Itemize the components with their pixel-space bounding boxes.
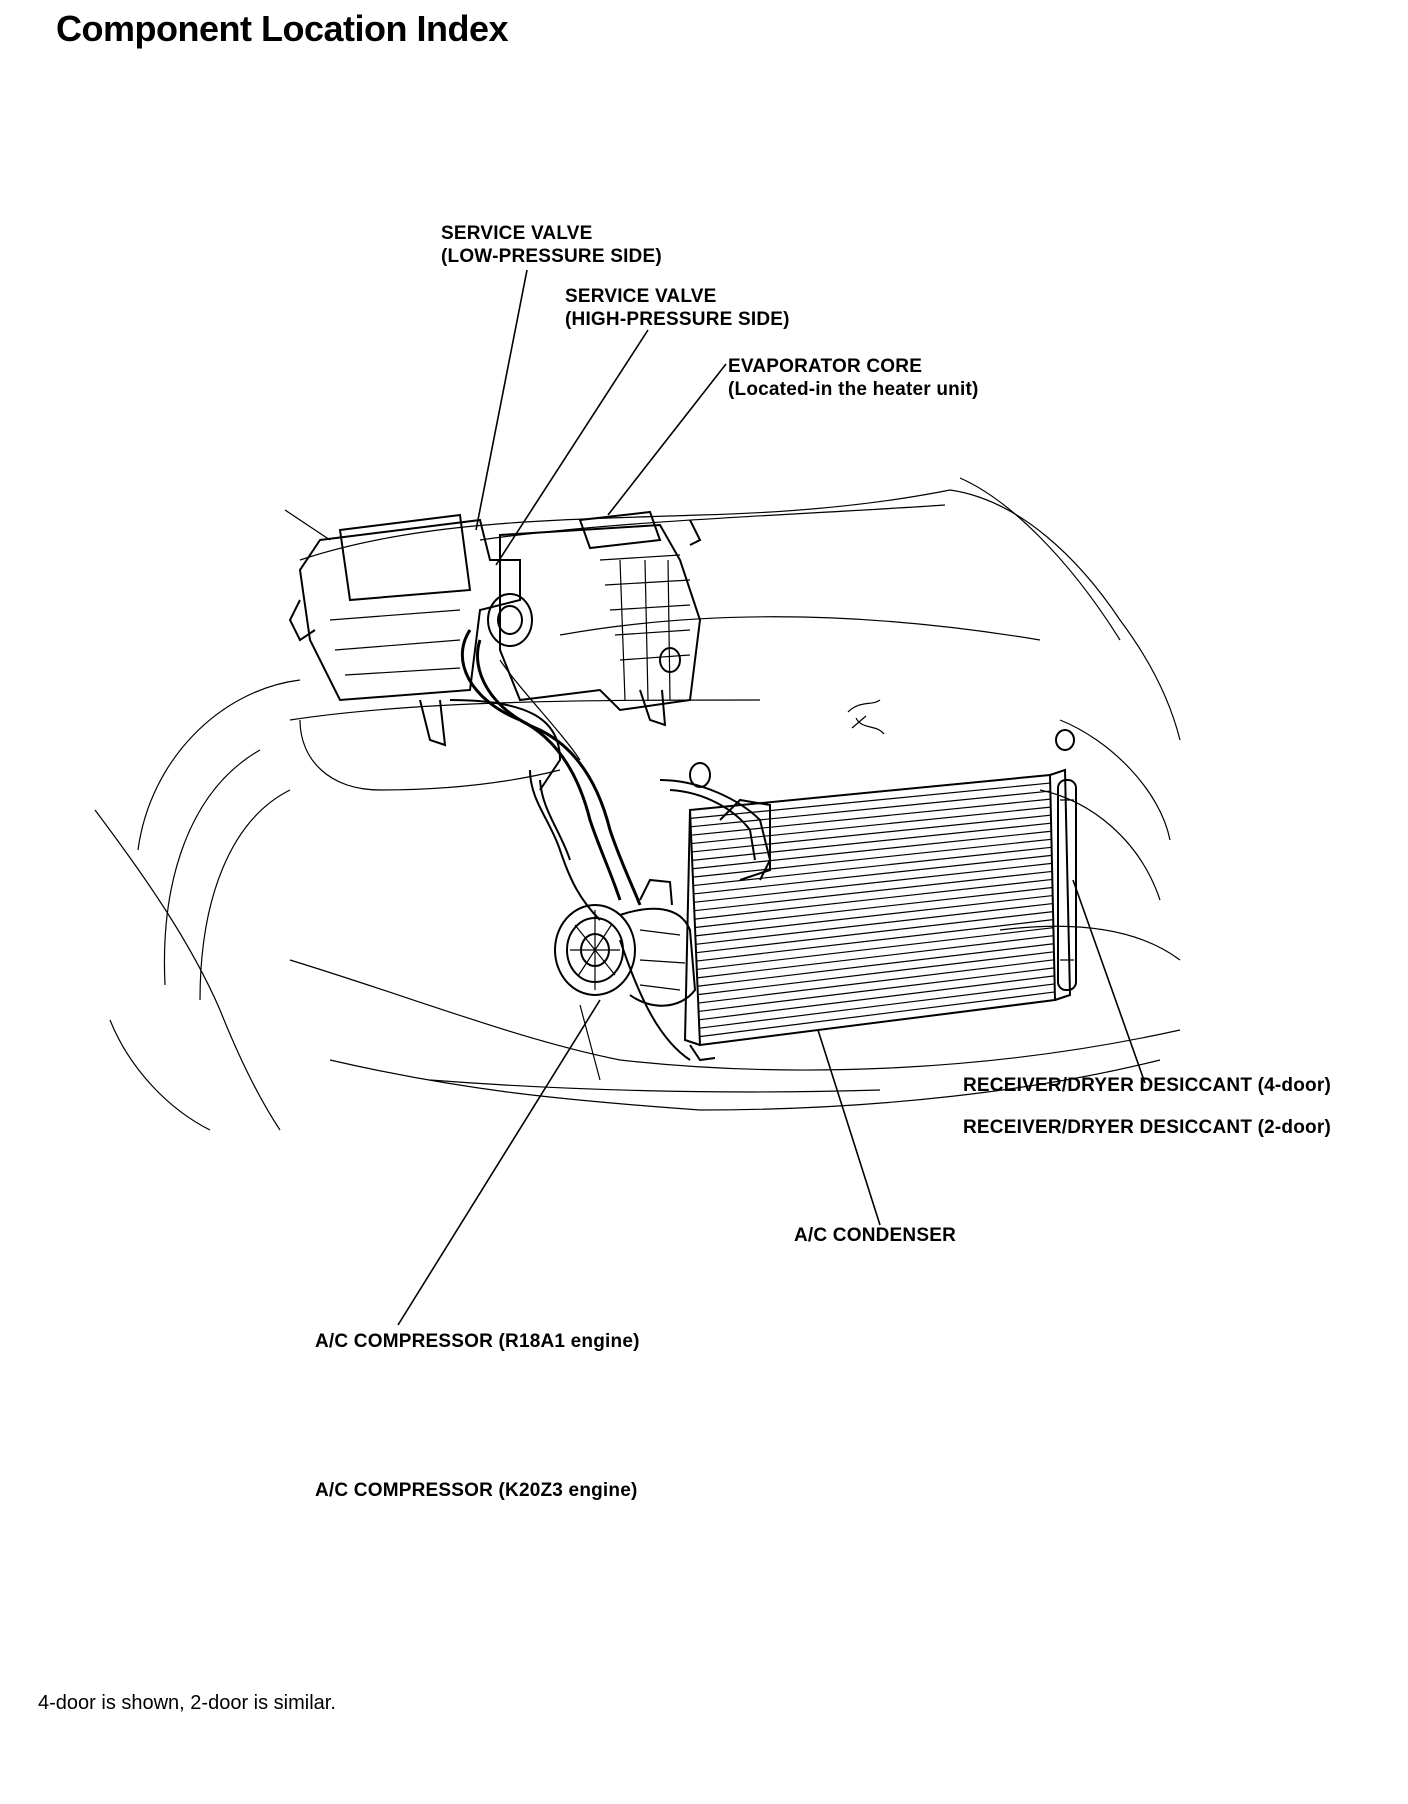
condenser-fin: [694, 878, 1053, 920]
label-service-valve-high: SERVICE VALVE (HIGH-PRESSURE SIDE): [565, 285, 790, 331]
label-ac-compressor-k20z3: A/C COMPRESSOR (K20Z3 engine): [315, 1480, 638, 1501]
label-service-valve-low: SERVICE VALVE (LOW-PRESSURE SIDE): [441, 222, 662, 268]
label-evaporator-core-line2: (Located-in the heater unit): [728, 379, 979, 400]
condenser-fin: [692, 830, 1052, 870]
condenser-fin: [695, 902, 1053, 945]
receiver-dryer: [1057, 779, 1077, 991]
condenser-fin: [697, 943, 1054, 987]
condenser-fin: [696, 911, 1054, 954]
condenser-fin: [699, 983, 1055, 1029]
label-service-valve-high-line1: SERVICE VALVE: [565, 286, 717, 307]
condenser-fin: [690, 790, 1051, 828]
condenser-fin: [696, 927, 1054, 971]
page-title: Component Location Index: [56, 8, 509, 49]
leader-ac-condenser: [817, 1029, 881, 1226]
label-receiver-dryer-4door: RECEIVER/DRYER DESICCANT (4-door): [963, 1075, 1331, 1096]
leader-evaporator-core: [607, 363, 727, 516]
car-body-outline: [94, 477, 1181, 1131]
condenser-fin: [694, 886, 1053, 929]
heater-unit: [284, 509, 702, 747]
leader-service-valve-low: [475, 269, 528, 531]
ac-compressor: [554, 878, 697, 1007]
condenser-fin: [697, 935, 1054, 979]
label-ac-condenser: A/C CONDENSER: [794, 1225, 957, 1246]
condenser-fins: [690, 782, 1055, 1038]
condenser-fin: [698, 975, 1055, 1021]
condenser-fin: [694, 870, 1053, 912]
label-service-valve-high-line2: (HIGH-PRESSURE SIDE): [565, 309, 790, 330]
condenser-fin: [698, 967, 1055, 1013]
condenser-fin: [698, 959, 1055, 1004]
refrigerant-lines: [449, 629, 772, 1061]
label-evaporator-core-line1: EVAPORATOR CORE: [728, 356, 923, 377]
condenser-fin: [693, 846, 1052, 887]
leader-receiver-dryer: [1072, 879, 1146, 1084]
condenser-fin: [692, 822, 1052, 861]
label-service-valve-low-line2: (LOW-PRESSURE SIDE): [441, 246, 662, 267]
label-service-valve-low-line1: SERVICE VALVE: [441, 223, 593, 244]
condenser-fin: [692, 838, 1052, 878]
condenser-fin: [695, 894, 1053, 937]
condenser-fin: [696, 919, 1054, 962]
condenser-fin: [691, 814, 1051, 853]
label-evaporator-core: EVAPORATOR CORE (Located-in the heater u…: [728, 355, 979, 401]
condenser-fin: [697, 951, 1055, 996]
leader-lines: [397, 269, 1146, 1326]
condenser-fin: [699, 991, 1055, 1038]
footnote: 4-door is shown, 2-door is similar.: [38, 1692, 336, 1714]
condenser-fin: [691, 798, 1051, 836]
condenser-fin: [693, 854, 1052, 895]
label-receiver-dryer-2door: RECEIVER/DRYER DESICCANT (2-door): [963, 1117, 1331, 1138]
ac-condenser: [683, 729, 1075, 1062]
label-ac-compressor-r18a1: A/C COMPRESSOR (R18A1 engine): [315, 1331, 640, 1352]
condenser-fin: [690, 782, 1051, 819]
condenser-fin: [693, 862, 1053, 903]
condenser-fin: [691, 806, 1051, 845]
leader-ac-compressor: [397, 999, 601, 1326]
leader-service-valve-high: [495, 329, 649, 566]
